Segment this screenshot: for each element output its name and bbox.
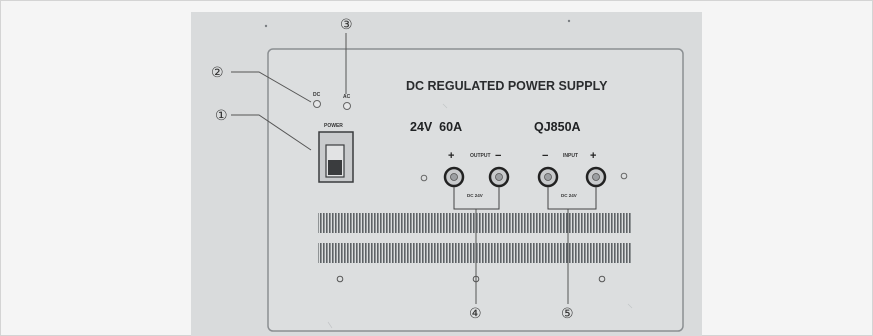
input-plus-sign: + <box>590 150 596 162</box>
ac-indicator-led <box>343 102 351 110</box>
ac-led-label: AC <box>343 94 351 100</box>
dc-led-label: DC <box>313 92 321 98</box>
input-label: INPUT <box>563 153 578 159</box>
callout-3: ③ <box>340 17 353 33</box>
dc-indicator-led <box>313 100 321 108</box>
panel-title: DC REGULATED POWER SUPPLY <box>406 79 608 93</box>
output-label: OUTPUT <box>470 153 491 159</box>
callout-1: ① <box>215 108 228 124</box>
input-positive-terminal[interactable] <box>585 166 607 188</box>
vent-slots-lower <box>318 243 631 263</box>
callout-5: ⑤ <box>561 306 574 322</box>
output-dc-label: DC 24V <box>467 193 483 198</box>
power-supply-photo: DC REGULATED POWER SUPPLY 24V 60A QJ850A… <box>191 12 702 336</box>
rating-text: 24V 60A <box>410 120 462 134</box>
output-minus-sign: − <box>495 150 501 162</box>
model-text: QJ850A <box>534 120 581 134</box>
output-positive-terminal[interactable] <box>443 166 465 188</box>
callout-2: ② <box>211 65 224 81</box>
mounting-hole <box>472 275 480 283</box>
input-negative-terminal[interactable] <box>537 166 559 188</box>
mounting-hole <box>336 275 344 283</box>
input-minus-sign: − <box>542 150 548 162</box>
vent-slots-upper <box>318 213 631 233</box>
output-plus-sign: + <box>448 150 454 162</box>
mounting-hole <box>598 275 606 283</box>
callout-4: ④ <box>469 306 482 322</box>
output-negative-terminal[interactable] <box>488 166 510 188</box>
power-switch[interactable] <box>318 131 354 183</box>
input-dc-label: DC 24V <box>561 193 577 198</box>
power-label: POWER <box>324 123 343 129</box>
